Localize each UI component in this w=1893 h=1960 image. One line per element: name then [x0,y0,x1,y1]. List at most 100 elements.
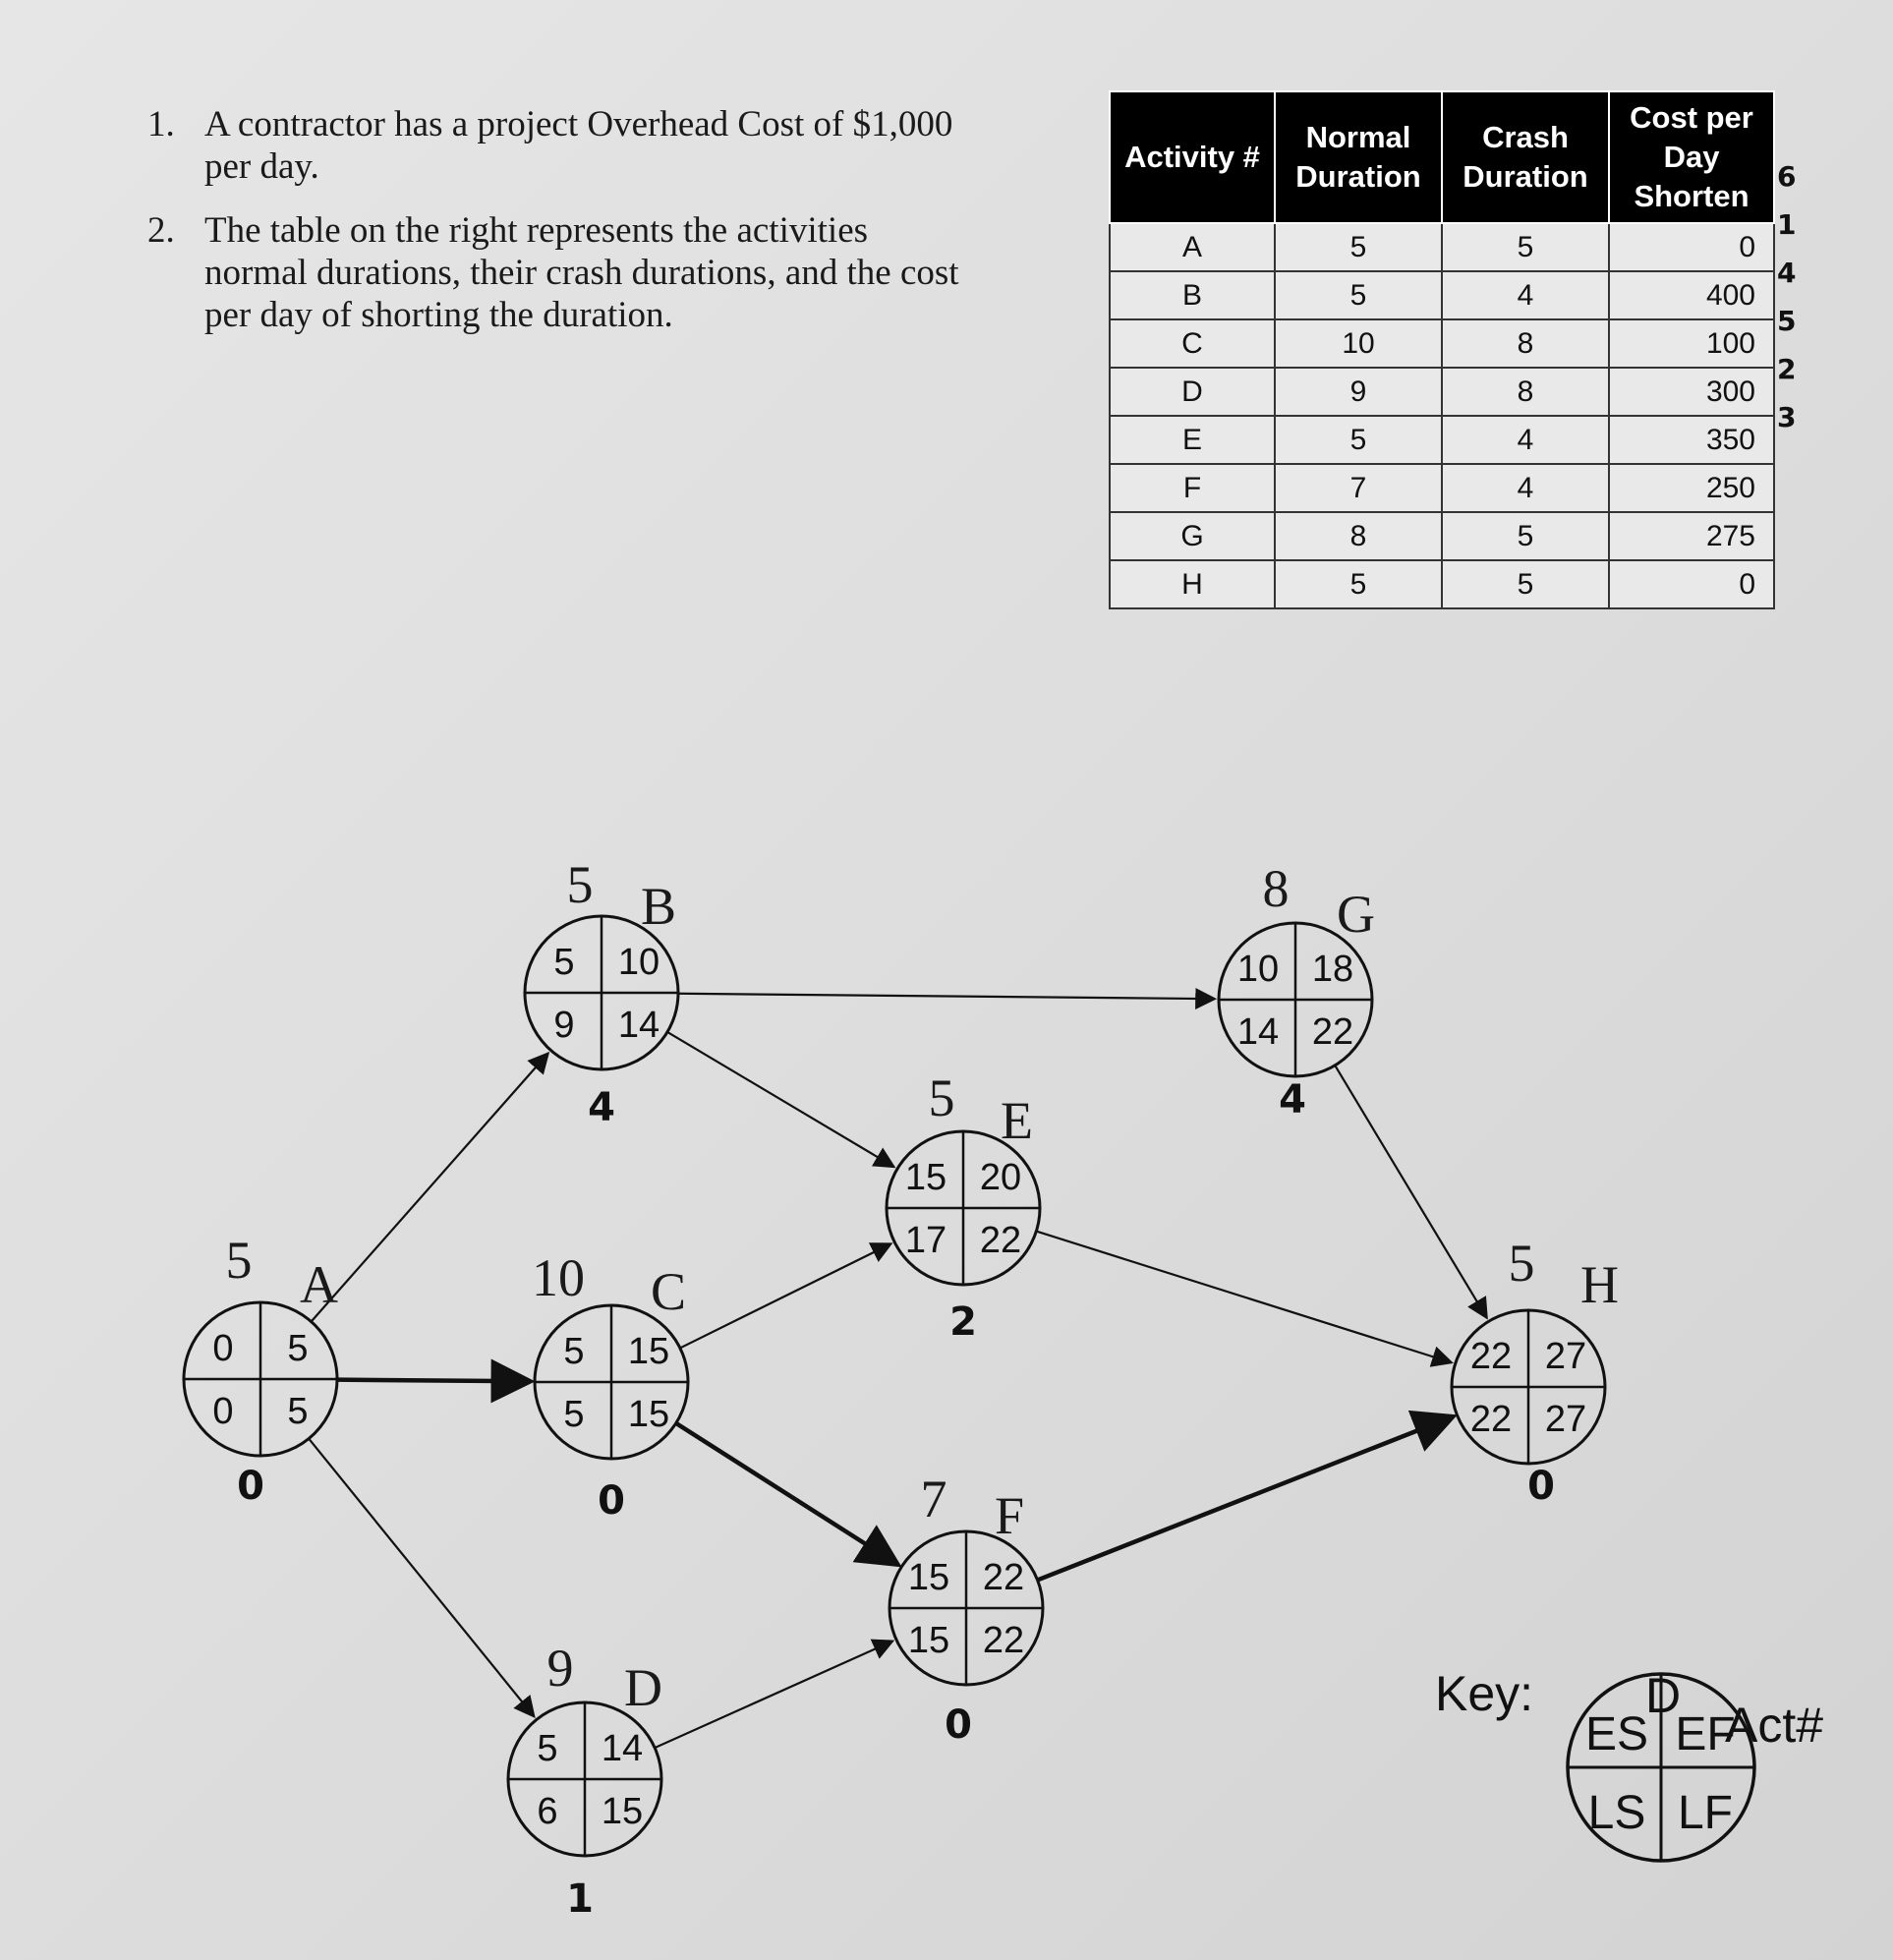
node-name: C [651,1262,686,1321]
key-ef: EF [1675,1708,1735,1760]
node-slack-handwritten: 0 [598,1478,625,1524]
cell-crash: 8 [1441,367,1610,417]
node-name: E [1001,1091,1033,1150]
node-lf: 27 [1545,1399,1586,1440]
node-slack-handwritten: 2 [949,1299,977,1345]
cell-cost: 400 [1608,270,1775,320]
node-duration: 5 [929,1068,955,1127]
node-ls: 17 [905,1220,946,1261]
cell-activity: C [1109,318,1276,369]
cell-normal: 7 [1274,463,1443,513]
node-es: 0 [212,1328,233,1369]
node-name: H [1580,1255,1619,1314]
handwritten-rank: 4 [1777,256,1797,289]
problem-2: 2. The table on the right represents the… [147,209,973,336]
node-es: 5 [537,1728,557,1769]
node-slack-handwritten: 4 [1279,1077,1306,1123]
cell-crash: 5 [1441,559,1610,609]
cell-normal: 5 [1274,222,1443,272]
node-es: 22 [1470,1336,1512,1377]
node-slack-handwritten: 0 [1527,1464,1555,1509]
dependency-arrows [308,987,1488,1750]
node-ef: 14 [602,1728,643,1769]
problem-statements: 1. A contractor has a project Overhead C… [147,103,973,358]
table-header-row: Activity # Normal Duration Crash Duratio… [1109,90,1775,224]
cell-activity: H [1109,559,1276,609]
node-es: 15 [905,1157,946,1198]
node-name: B [641,877,676,936]
cell-normal: 5 [1274,415,1443,465]
node-es: 10 [1237,949,1279,990]
node-lf: 14 [618,1005,660,1046]
cell-normal: 9 [1274,367,1443,417]
handwritten-rank: 1 [1777,207,1797,241]
node-es: 15 [908,1557,949,1598]
arrow-c-to-f [674,1421,902,1568]
handwritten-rank: 2 [1777,352,1797,385]
node-ef: 18 [1312,949,1353,990]
node-es: 5 [563,1331,584,1372]
cell-activity: E [1109,415,1276,465]
node-ls: 14 [1237,1011,1279,1053]
cell-normal: 5 [1274,270,1443,320]
node-ls: 9 [553,1005,574,1046]
node-ls: 6 [537,1791,557,1832]
cell-crash: 8 [1441,318,1610,369]
arrow-f-to-h [1036,1410,1458,1583]
key-ls: LS [1588,1787,1646,1839]
problem-1: 1. A contractor has a project Overhead C… [147,103,973,188]
node-ef: 5 [287,1328,308,1369]
node-ls: 5 [563,1394,584,1435]
node-name: F [995,1486,1024,1545]
handwritten-rank: 5 [1777,304,1797,337]
cell-normal: 10 [1274,318,1443,369]
header-cost-per-day: Cost per Day Shorten [1608,90,1775,224]
arrow-b-to-e [666,1030,896,1169]
activity-table: Activity # Normal Duration Crash Duratio… [1109,90,1775,609]
node-ef: 10 [618,942,660,983]
node-slack-handwritten: 0 [237,1464,264,1509]
cell-activity: A [1109,222,1276,272]
cell-activity: B [1109,270,1276,320]
problem-number: 1. [147,104,175,144]
cell-activity: G [1109,511,1276,561]
cell-activity: F [1109,463,1276,513]
header-crash-duration: Crash Duration [1441,90,1610,224]
node-lf: 22 [983,1620,1024,1661]
header-activity: Activity # [1109,90,1276,224]
handwritten-rank: 3 [1777,400,1797,433]
cell-cost: 0 [1608,559,1775,609]
cell-activity: D [1109,367,1276,417]
node-ef: 22 [983,1557,1024,1598]
node-ef: 27 [1545,1336,1586,1377]
node-duration: 5 [1509,1234,1535,1293]
node-lf: 22 [980,1220,1021,1261]
arrow-a-to-d [308,1437,536,1719]
arrow-c-to-e [679,1242,893,1350]
node-duration: 9 [547,1639,574,1698]
node-ef: 20 [980,1157,1021,1198]
arrow-e-to-h [1036,1230,1454,1367]
key-es: ES [1585,1708,1648,1760]
node-duration: 10 [532,1248,585,1307]
node-ls: 22 [1470,1399,1512,1440]
node-ls: 0 [212,1391,233,1432]
cell-normal: 5 [1274,559,1443,609]
arrow-a-to-b [310,1051,550,1323]
node-lf: 5 [287,1391,308,1432]
cell-cost: 300 [1608,367,1775,417]
node-duration: 8 [1263,859,1290,918]
node-slack-handwritten: 1 [566,1876,594,1922]
